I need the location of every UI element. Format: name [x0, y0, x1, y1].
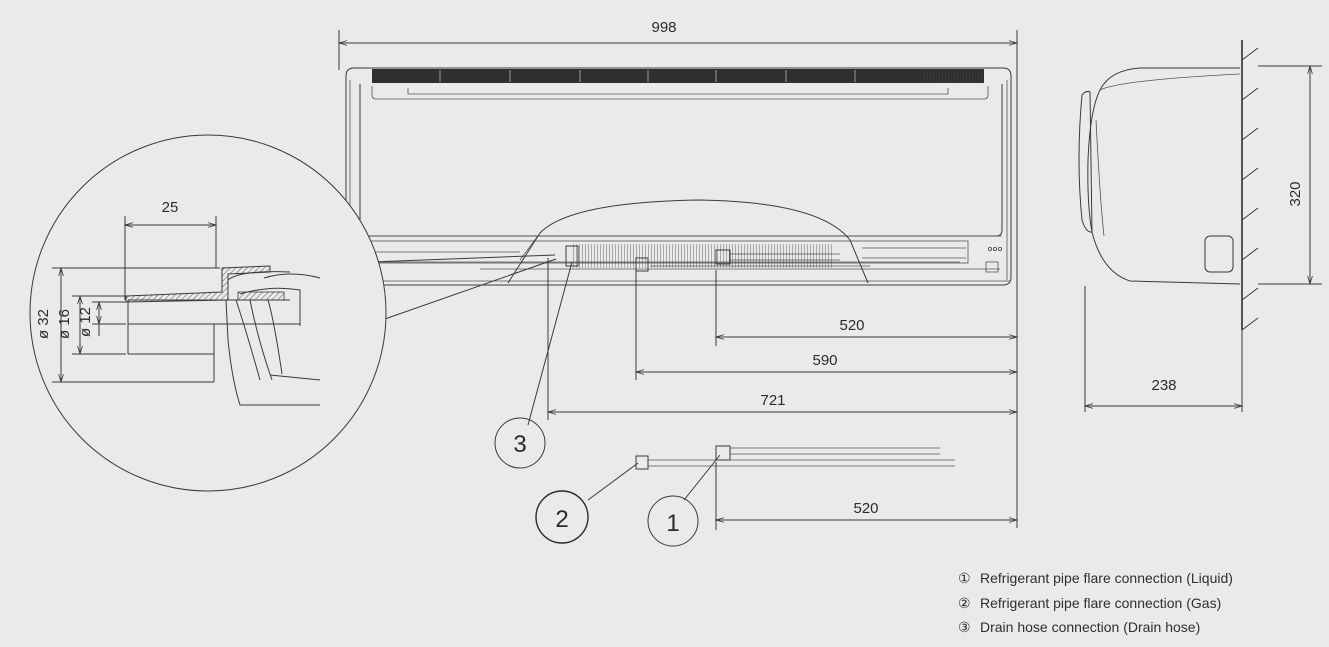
callout-1 [647, 495, 699, 547]
pipe-dimensions: 520 590 721 3 [494, 258, 1019, 469]
callout-2-label: 2 [555, 506, 568, 533]
dim-520-upper-label: 520 [839, 317, 864, 334]
callout-1-label: 1 [666, 510, 679, 537]
display-window [985, 261, 999, 273]
legend-num-3: ③ [958, 619, 971, 635]
callout-2 [535, 490, 589, 544]
dim-depth-label: 238 [1151, 377, 1176, 394]
dim-590-label: 590 [812, 352, 837, 369]
front-view: 998 [337, 19, 1019, 528]
legend-text-1: Refrigerant pipe flare connection (Liqui… [980, 570, 1233, 586]
dim-25-label: 25 [162, 199, 179, 216]
legend-num-1: ① [958, 570, 971, 586]
dim-dia12-label: ø 12 [77, 307, 94, 337]
detail-magnifier: 25 ø 32 ø 16 ø 12 [29, 134, 557, 492]
legend-item-1: ① Refrigerant pipe flare connection (Liqu… [958, 566, 1329, 591]
dim-dia16-label: ø 16 [56, 309, 73, 339]
legend-text-3: Drain hose connection (Drain hose) [980, 619, 1201, 635]
callout-3 [494, 417, 546, 469]
legend: ① Refrigerant pipe flare connection (Liqu… [958, 566, 1329, 640]
top-grille [372, 69, 984, 83]
side-view: 320 238 [1078, 40, 1322, 412]
dim-520-lower-label: 520 [853, 500, 878, 517]
pipe-detail: 520 2 1 [535, 445, 1019, 547]
legend-item-2: ② Refrigerant pipe flare connection (Gas) [958, 591, 1329, 616]
legend-item-3: ③ Drain hose connection (Drain hose) [958, 615, 1329, 640]
dim-height-label: 320 [1287, 181, 1304, 206]
dim-width-label: 998 [651, 19, 676, 36]
dim-721-label: 721 [760, 392, 785, 409]
legend-text-2: Refrigerant pipe flare connection (Gas) [980, 594, 1222, 611]
pipe-bundle [572, 244, 834, 268]
callout-3-label: 3 [513, 431, 526, 458]
legend-num-2: ② [958, 594, 971, 611]
dim-dia32-label: ø 32 [35, 309, 52, 339]
